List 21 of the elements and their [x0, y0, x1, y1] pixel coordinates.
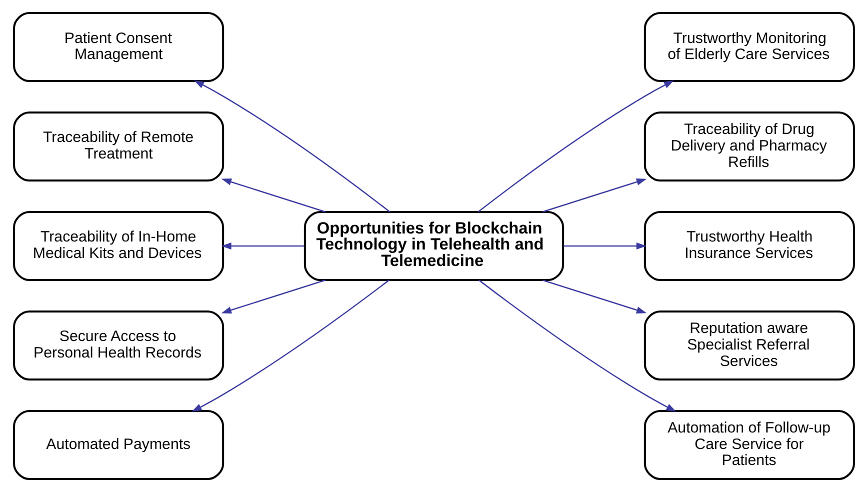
- node-box: Trustworthy Health Insurance Services: [643, 211, 854, 281]
- arrow: [562, 242, 646, 250]
- node-box: Patient Consent Management: [12, 12, 224, 82]
- arrow: [542, 280, 646, 314]
- arrow: [542, 178, 646, 212]
- node-box: Reputation aware Specialist Referral Services: [643, 310, 854, 380]
- node-box: Secure Access to Personal Health Records: [12, 310, 224, 380]
- node-box: Traceability of Remote Treatment: [12, 112, 224, 182]
- node-box: Automation of Follow-up Care Service for Patients: [643, 410, 854, 480]
- arrow: [191, 280, 390, 412]
- arrow: [220, 242, 304, 250]
- arrow: [478, 280, 676, 412]
- arrow: [220, 279, 326, 314]
- arrow: [477, 80, 674, 212]
- node-box: Trustworthy Monitoring of Elderly Care Services: [643, 12, 854, 82]
- arrow: [193, 80, 390, 212]
- node-box: Traceability of In-Home Medical Kits and Devices: [12, 211, 224, 281]
- node-box: Automated Payments: [12, 410, 224, 480]
- node-box: Opportunities for Blockchain Technology in Telehealth and Telemedicine: [303, 211, 564, 281]
- node-box: Traceability of Drug Delivery and Pharmacy Refills: [643, 112, 854, 182]
- arrow: [220, 178, 326, 213]
